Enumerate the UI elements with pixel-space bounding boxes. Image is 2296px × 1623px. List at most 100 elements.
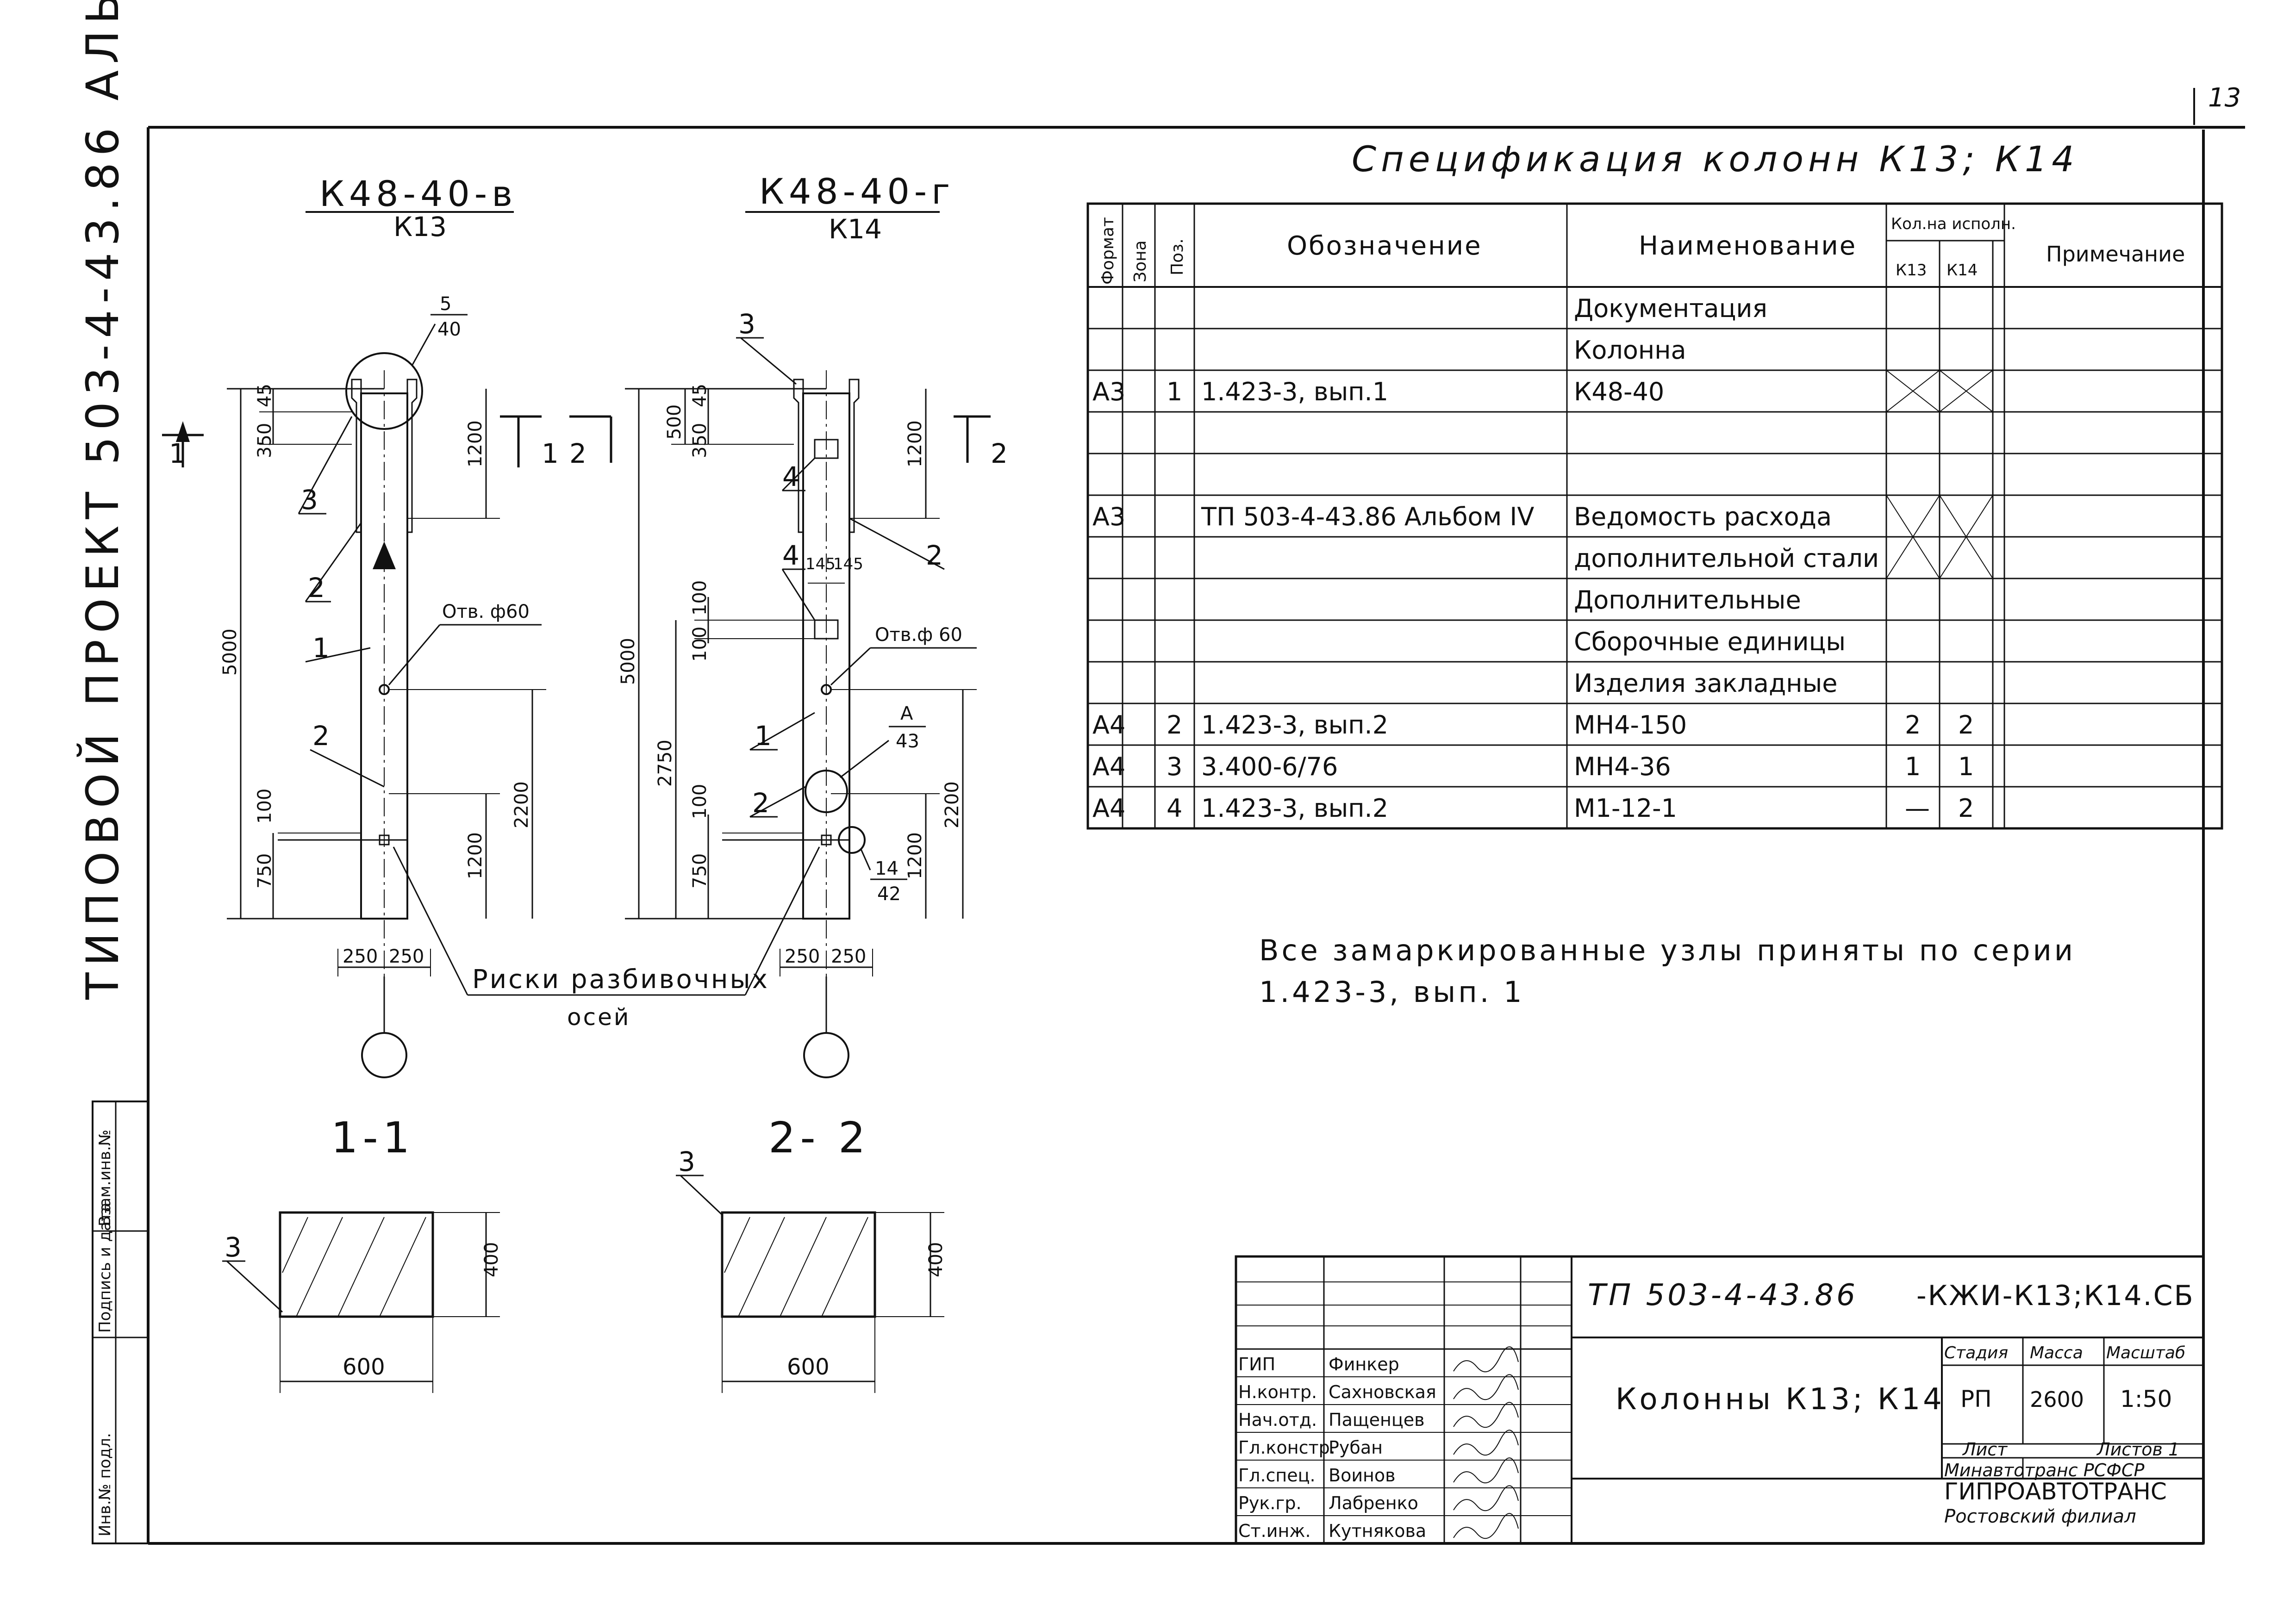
k14-dim-145-r: 145 (833, 555, 863, 573)
k14-dim-750: 750 (689, 853, 711, 889)
k13-dim-1200-bot: 1200 (465, 832, 486, 879)
s2-dim-600: 600 (787, 1354, 830, 1380)
tb-org2: ГИПРОАВТОТРАНС (1944, 1478, 2167, 1505)
k14-dim-2750: 2750 (655, 740, 676, 787)
spec-cell-name: Документация (1574, 294, 1767, 323)
tb-scale: 1:50 (2120, 1386, 2172, 1412)
spec-cell-k13: 2 (1905, 710, 1921, 740)
people-name: Финкер (1329, 1354, 1399, 1374)
spec-cell-name: Изделия закладные (1574, 669, 1837, 698)
spec-h-format: Формат (1098, 217, 1117, 285)
k14-axis-circle (803, 1032, 849, 1078)
signature-mark (1453, 1513, 1519, 1539)
k13-sub: К13 (393, 211, 447, 243)
spec-cell-k14: 2 (1958, 794, 1974, 823)
section2-title: 2- 2 (768, 1113, 870, 1163)
people-role: ГИП (1238, 1354, 1275, 1374)
spec-cross (1886, 370, 1940, 412)
k14-dim-1200-top: 1200 (905, 420, 926, 467)
spec-h-note: Примечание (2046, 242, 2185, 267)
k14-dim-45: 45 (689, 384, 711, 407)
spec-cell-format: А4 (1092, 710, 1125, 740)
spec-cell-name: МН4-150 (1574, 710, 1687, 740)
k13-dim-45: 45 (254, 384, 275, 407)
k14-hole-label: Отв.ф 60 (875, 624, 962, 646)
people-role: Нач.отд. (1238, 1410, 1317, 1430)
spec-cell-pos: 3 (1167, 752, 1182, 781)
k13-callout-40: 40 (437, 319, 461, 340)
k14-mark: К48-40-г (759, 171, 955, 212)
axes-label: осей (567, 1004, 630, 1031)
spec-cell-format: А3 (1092, 502, 1125, 531)
margin-replace: Взам.инв.№ (96, 1130, 114, 1226)
k14-dim-1200-bot: 1200 (905, 832, 926, 879)
k13-pos1: 1 (312, 632, 330, 664)
spec-cell-name: дополнительной стали (1574, 544, 1879, 573)
spec-cell-name: Сборочные единицы (1574, 627, 1846, 656)
signature-mark (1453, 1430, 1519, 1456)
k14-pos3: 3 (738, 308, 755, 340)
k14-dim-145-l: 145 (805, 555, 836, 573)
tb-doc-suffix: -КЖИ-К13;К14.СБ (1916, 1280, 2195, 1312)
signature-mark (1453, 1485, 1519, 1511)
tb-sheets-h: Листов 1 (2096, 1439, 2179, 1460)
k13-hole-label: Отв. ф60 (442, 601, 530, 622)
spec-cell-pos: 2 (1167, 710, 1182, 740)
tb-sheet-title: Колонны К13; К14 (1616, 1382, 1945, 1417)
k13-mark: К48-40-в (319, 173, 517, 214)
signature-mark (1453, 1402, 1519, 1428)
spec-cell-designation: 3.400-6/76 (1201, 752, 1338, 781)
k14-pos2-top: 2 (926, 540, 943, 571)
spec-cell-designation: ТП 503-4-43.86 Альбом IV (1201, 502, 1534, 531)
column-k14-drawing: К48-40-г К14 5000 500 45 350 1200 145 14… (569, 171, 1008, 1078)
k13-dim-100: 100 (254, 789, 275, 824)
people-name: Воинов (1329, 1465, 1396, 1486)
spec-h-name: Наименование (1639, 231, 1857, 261)
k13-callout-5-40 (345, 352, 423, 430)
k14-cut-left: 2 (569, 438, 586, 469)
k14-pos1: 1 (755, 720, 772, 752)
spec-cell-pos: 1 (1167, 377, 1182, 406)
k14-dim-100-c: 100 (689, 784, 711, 819)
tb-mass: 2600 (2030, 1387, 2084, 1412)
tb-mass-h: Масса (2030, 1343, 2083, 1362)
k13-dim-750: 750 (254, 853, 275, 889)
people-name: Рубан (1329, 1437, 1383, 1458)
k13-cut-left: 1 (169, 438, 186, 469)
spec-cell-name: К48-40 (1574, 377, 1664, 406)
spec-cell-name: М1-12-1 (1574, 794, 1677, 823)
tb-stage: РП (1960, 1386, 1992, 1412)
k13-pos3: 3 (301, 484, 318, 516)
k14-callout-42: 42 (877, 883, 901, 905)
people-name: Пащенцев (1329, 1410, 1425, 1430)
k13-pos2-bot: 2 (312, 720, 330, 752)
tb-stage-h: Стадия (1944, 1343, 2008, 1362)
people-name: Сахновская (1329, 1382, 1436, 1402)
k14-dim-2200: 2200 (942, 781, 963, 828)
k14-pos2-bot: 2 (752, 787, 769, 819)
spec-cross (1939, 495, 1993, 579)
margin-sign: Подпись и дата (96, 1202, 114, 1333)
tb-scale-h: Масштаб (2106, 1343, 2185, 1362)
k13-dim-350: 350 (254, 423, 275, 458)
spec-cell-name: Колонна (1574, 336, 1686, 365)
people-role: Ст.инж. (1238, 1521, 1311, 1541)
k14-pos4-top: 4 (782, 461, 799, 492)
k14-dim-100-b: 100 (689, 627, 711, 662)
k14-callout-14: 14 (875, 858, 898, 879)
k13-cut-right: 1 (542, 438, 559, 469)
spec-cell-k14: 2 (1958, 710, 1974, 740)
people-name: Кутнякова (1329, 1521, 1426, 1541)
tb-sheet-h: Лист (1962, 1439, 2008, 1460)
margin-stamp: Инв.№ подл. Подпись и дата Взам.инв.№ (92, 1101, 149, 1544)
spec-cell-format: А3 (1092, 377, 1125, 406)
tb-doc-code: ТП 503-4-43.86 (1588, 1278, 1858, 1312)
spec-h-k13: К13 (1896, 261, 1927, 280)
spec-cell-name: МН4-36 (1574, 752, 1671, 781)
k14-callout-A: А (900, 703, 913, 724)
axis-risk-note: Риски разбивочных осей (393, 846, 820, 1031)
spec-h-k14: К14 (1947, 261, 1978, 280)
